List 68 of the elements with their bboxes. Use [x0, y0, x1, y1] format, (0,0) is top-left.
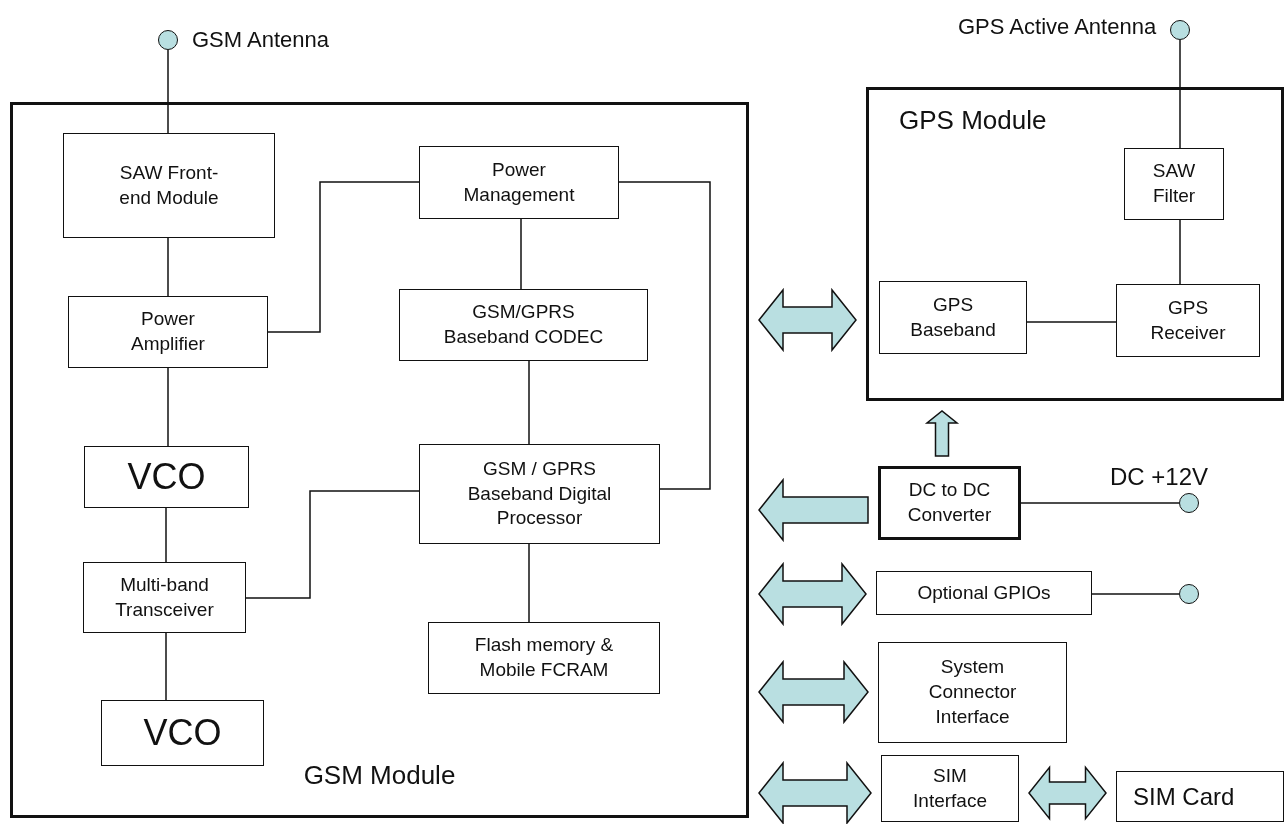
- component-box: [101, 700, 264, 766]
- block-label: GSM / GPRS Baseband Digital Processor: [466, 456, 613, 531]
- component-box: [1124, 148, 1224, 220]
- component-box: [881, 755, 1019, 822]
- connector-line: [165, 632, 167, 701]
- block-label: SAW Front-end Module: [118, 160, 220, 210]
- connector-line: [167, 237, 169, 297]
- terminal-circle: [158, 30, 178, 50]
- component-box: [1116, 771, 1284, 822]
- terminal-circle: [1179, 493, 1199, 513]
- block-label: GSM Module: [302, 759, 457, 793]
- component-box: [419, 444, 660, 544]
- connector-line: [167, 49, 169, 134]
- block-label: Power Management: [462, 157, 576, 207]
- block-label: DC to DC Converter: [906, 478, 993, 527]
- block-arrow: [924, 410, 960, 457]
- component-box: [879, 281, 1027, 354]
- block-label: VCO: [126, 454, 207, 499]
- block-label: Multi-band Transceiver: [114, 572, 215, 622]
- connector-line: [267, 181, 420, 333]
- component-box: [878, 466, 1021, 540]
- terminal-label: DC +12V: [1110, 463, 1209, 491]
- component-box: [428, 622, 660, 694]
- component-box: [876, 571, 1092, 615]
- block-arrow: [758, 760, 872, 824]
- connector-line: [1179, 219, 1181, 285]
- block-label: GPS Receiver: [1149, 295, 1227, 345]
- block-label: SIM Card: [1132, 781, 1236, 812]
- block-arrow: [758, 561, 867, 627]
- terminal-circle: [1179, 584, 1199, 604]
- block-label: System Connector Interface: [927, 655, 1018, 729]
- block-arrow: [758, 477, 869, 543]
- component-box: [84, 446, 249, 508]
- connector-line: [1179, 39, 1181, 149]
- component-box: [878, 642, 1067, 743]
- block-arrow: [758, 287, 857, 353]
- terminal-label: GPS Active Antenna: [958, 14, 1157, 40]
- connector-line: [1026, 321, 1117, 323]
- terminal-label: GSM Antenna: [192, 27, 329, 53]
- block-arrow: [1028, 765, 1107, 821]
- connector-line: [1020, 502, 1180, 504]
- connector-line: [245, 490, 420, 599]
- connector-line: [528, 543, 530, 623]
- component-box: [399, 289, 648, 361]
- terminal-circle: [1170, 20, 1190, 40]
- block-arrow: [758, 659, 869, 725]
- component-box: [63, 133, 275, 238]
- connector-line: [520, 218, 522, 290]
- component-box: [68, 296, 268, 368]
- block-label: SAW Filter: [1151, 159, 1197, 208]
- module-frame: [866, 87, 1284, 401]
- block-label: Power Amplifier: [130, 307, 206, 356]
- block-label: GPS Module: [898, 104, 1048, 137]
- block-label: VCO: [142, 710, 223, 755]
- connector-line: [1091, 593, 1180, 595]
- module-frame: [10, 102, 749, 818]
- block-label: Optional GPIOs: [916, 580, 1052, 605]
- connector-line: [618, 181, 711, 490]
- component-box: [1116, 284, 1260, 357]
- connector-line: [167, 367, 169, 447]
- block-label: GPS Baseband: [909, 292, 997, 342]
- component-box: [83, 562, 246, 633]
- block-label: SIM Interface: [912, 763, 988, 813]
- block-label: GSM/GPRS Baseband CODEC: [442, 300, 605, 349]
- connector-line: [528, 360, 530, 445]
- block-label: Flash memory & Mobile FCRAM: [473, 633, 615, 682]
- connector-line: [165, 507, 167, 563]
- component-box: [419, 146, 619, 219]
